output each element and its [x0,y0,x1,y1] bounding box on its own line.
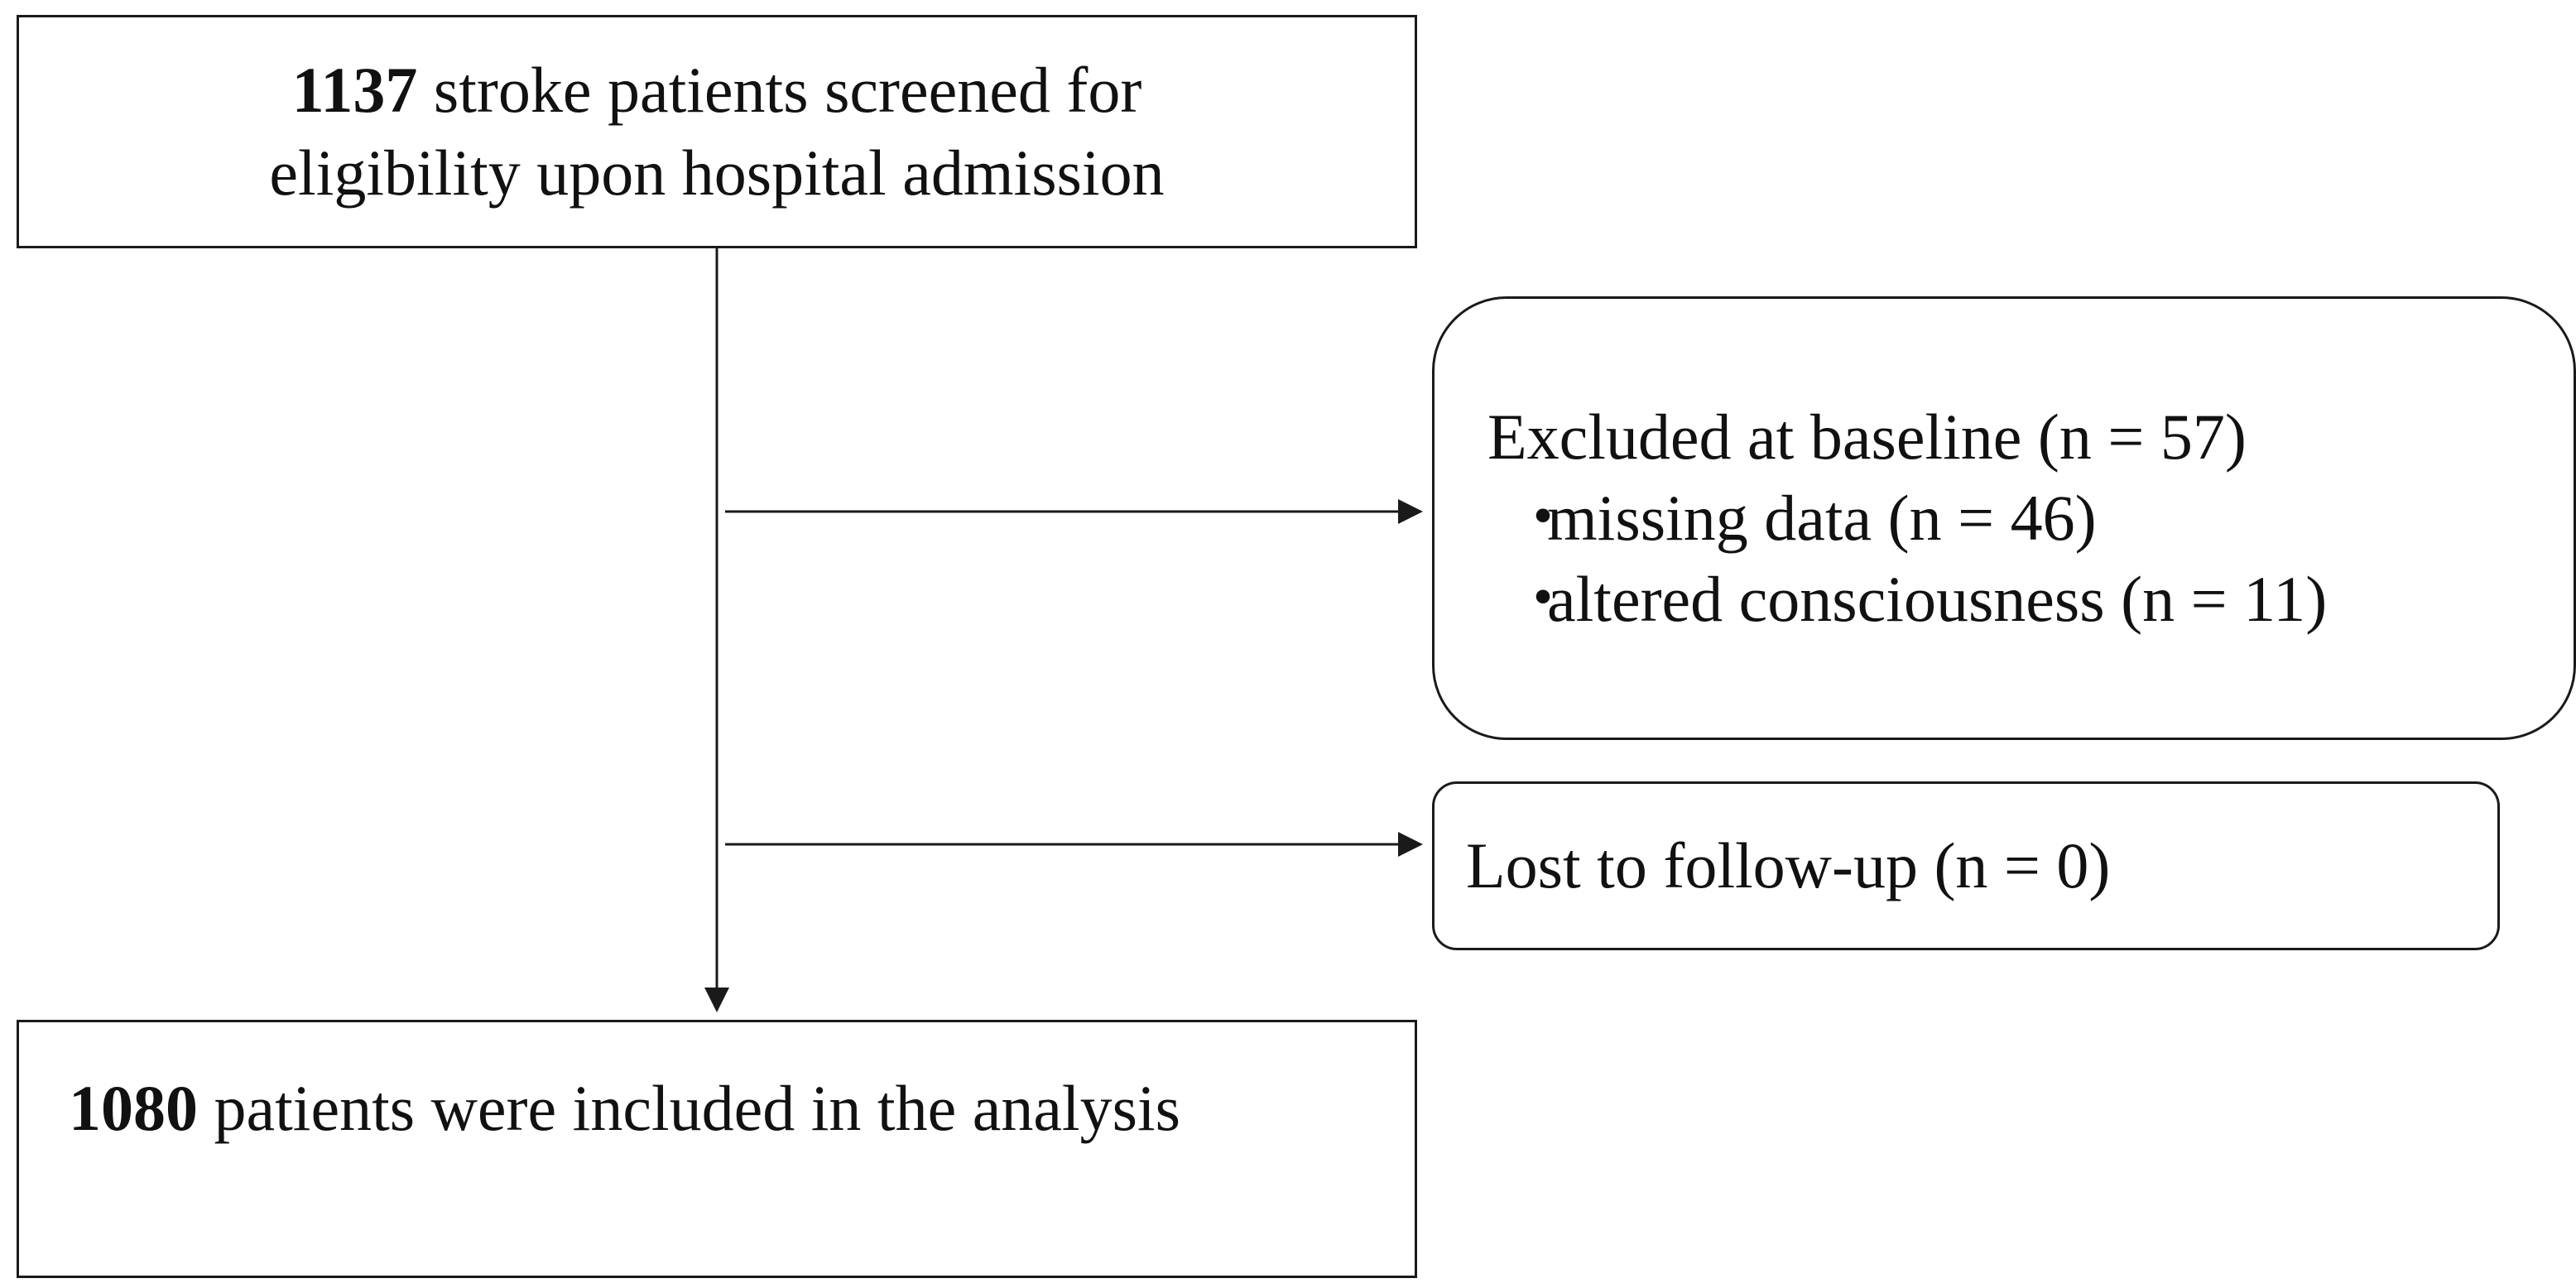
included-count: 1080 [69,1072,198,1144]
excluded-box: Excluded at baseline (n = 57) ・missing d… [1432,296,2576,740]
lost-to-follow-up-box: Lost to follow-up (n = 0) [1432,781,2500,950]
included-text: patients were included in the analysis [198,1072,1181,1144]
screened-text: stroke patients screened for [417,54,1142,126]
excluded-item-label: altered consciousness (n = 11) [1547,563,2328,635]
included-box: 1080 patients were included in the analy… [17,1020,1417,1278]
screened-count: 1137 [291,54,418,126]
screened-box: 1137 stroke patients screened for eligib… [17,15,1417,248]
excluded-item-label: missing data (n = 46) [1547,482,2097,554]
bullet-glyph: ・ [1511,563,1576,635]
excluded-item-missing-data: ・missing data (n = 46) [1487,478,2574,559]
excluded-heading: Excluded at baseline (n = 57) [1487,401,2247,473]
bullet-glyph: ・ [1511,482,1576,554]
excluded-item-altered-consciousness: ・altered consciousness (n = 11) [1487,559,2574,640]
lost-label: Lost to follow-up (n = 0) [1466,829,2111,901]
screened-line-2: eligibility upon hospital admission [269,137,1165,209]
screened-line-1: 1137 stroke patients screened for [292,49,1142,132]
included-line: 1080 patients were included in the analy… [69,1067,1415,1150]
